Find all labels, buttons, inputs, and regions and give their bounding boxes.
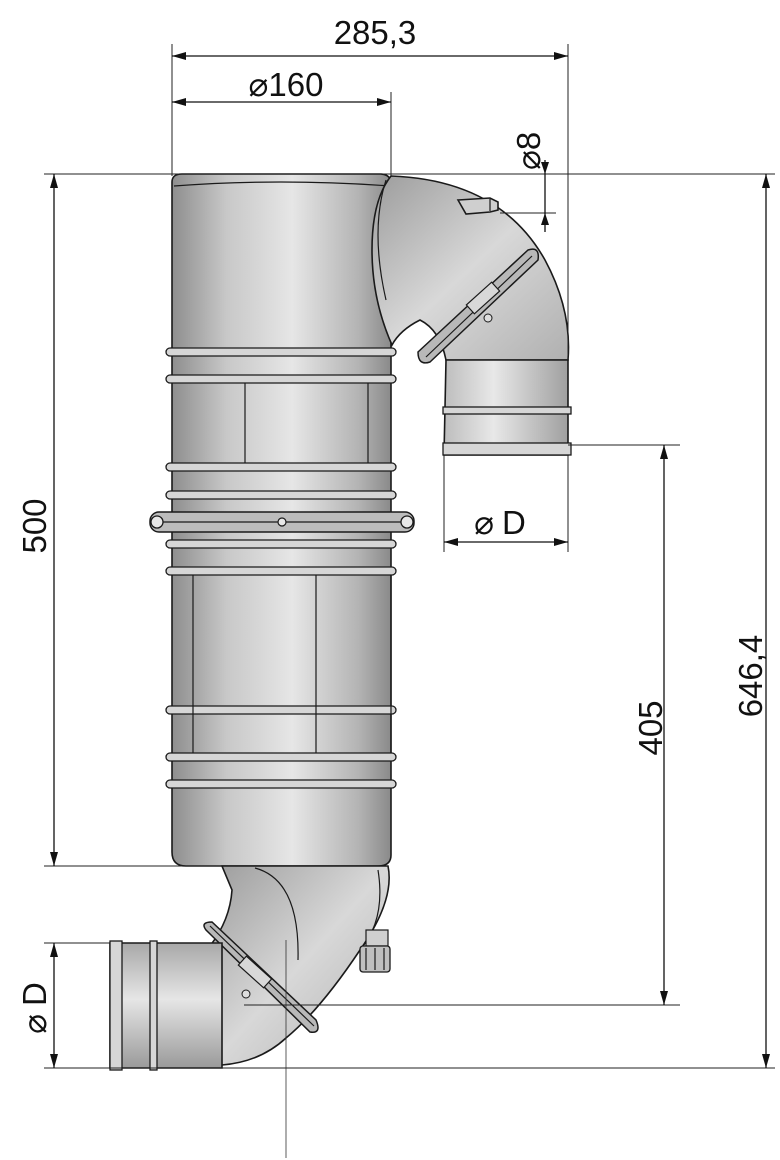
dim-inlet-diameter: ⌀D	[16, 982, 53, 1034]
dim-body-height: 500	[16, 498, 53, 553]
dim-total-width: 285,3	[334, 14, 417, 51]
outlet-pipe	[442, 359, 572, 456]
dim-total-height: 646,4	[732, 635, 769, 718]
diameter-symbol: ⌀	[16, 1014, 53, 1034]
inlet-pipe	[109, 940, 223, 1071]
dimension-labels: 285,3 ⌀160 ⌀8 ⌀D 500 ⌀D 405 646,4	[16, 14, 769, 1034]
diameter-symbol: ⌀	[474, 504, 494, 541]
inlet-elbow	[109, 865, 391, 1071]
small-nipple	[456, 197, 499, 215]
dim-inlet-diameter-value: D	[16, 982, 53, 1006]
dim-body-diameter-value: 160	[268, 66, 323, 103]
dim-outlet-diameter: ⌀D	[474, 504, 526, 541]
diameter-symbol: ⌀	[510, 150, 547, 170]
dim-small-diameter-value: 8	[510, 132, 547, 150]
dim-outlet-diameter-value: D	[502, 504, 526, 541]
drain-plug	[359, 929, 391, 973]
body-clamp-flange	[149, 511, 415, 533]
dim-body-diameter: ⌀160	[249, 66, 324, 103]
dimension-lines	[44, 44, 775, 1069]
outlet-clamp	[417, 248, 540, 364]
muffler-body	[149, 173, 415, 867]
outlet-elbow	[371, 175, 572, 456]
dim-small-diameter: ⌀8	[510, 132, 547, 170]
dim-inlet-height: 405	[632, 700, 669, 755]
diameter-symbol: ⌀	[249, 66, 269, 103]
